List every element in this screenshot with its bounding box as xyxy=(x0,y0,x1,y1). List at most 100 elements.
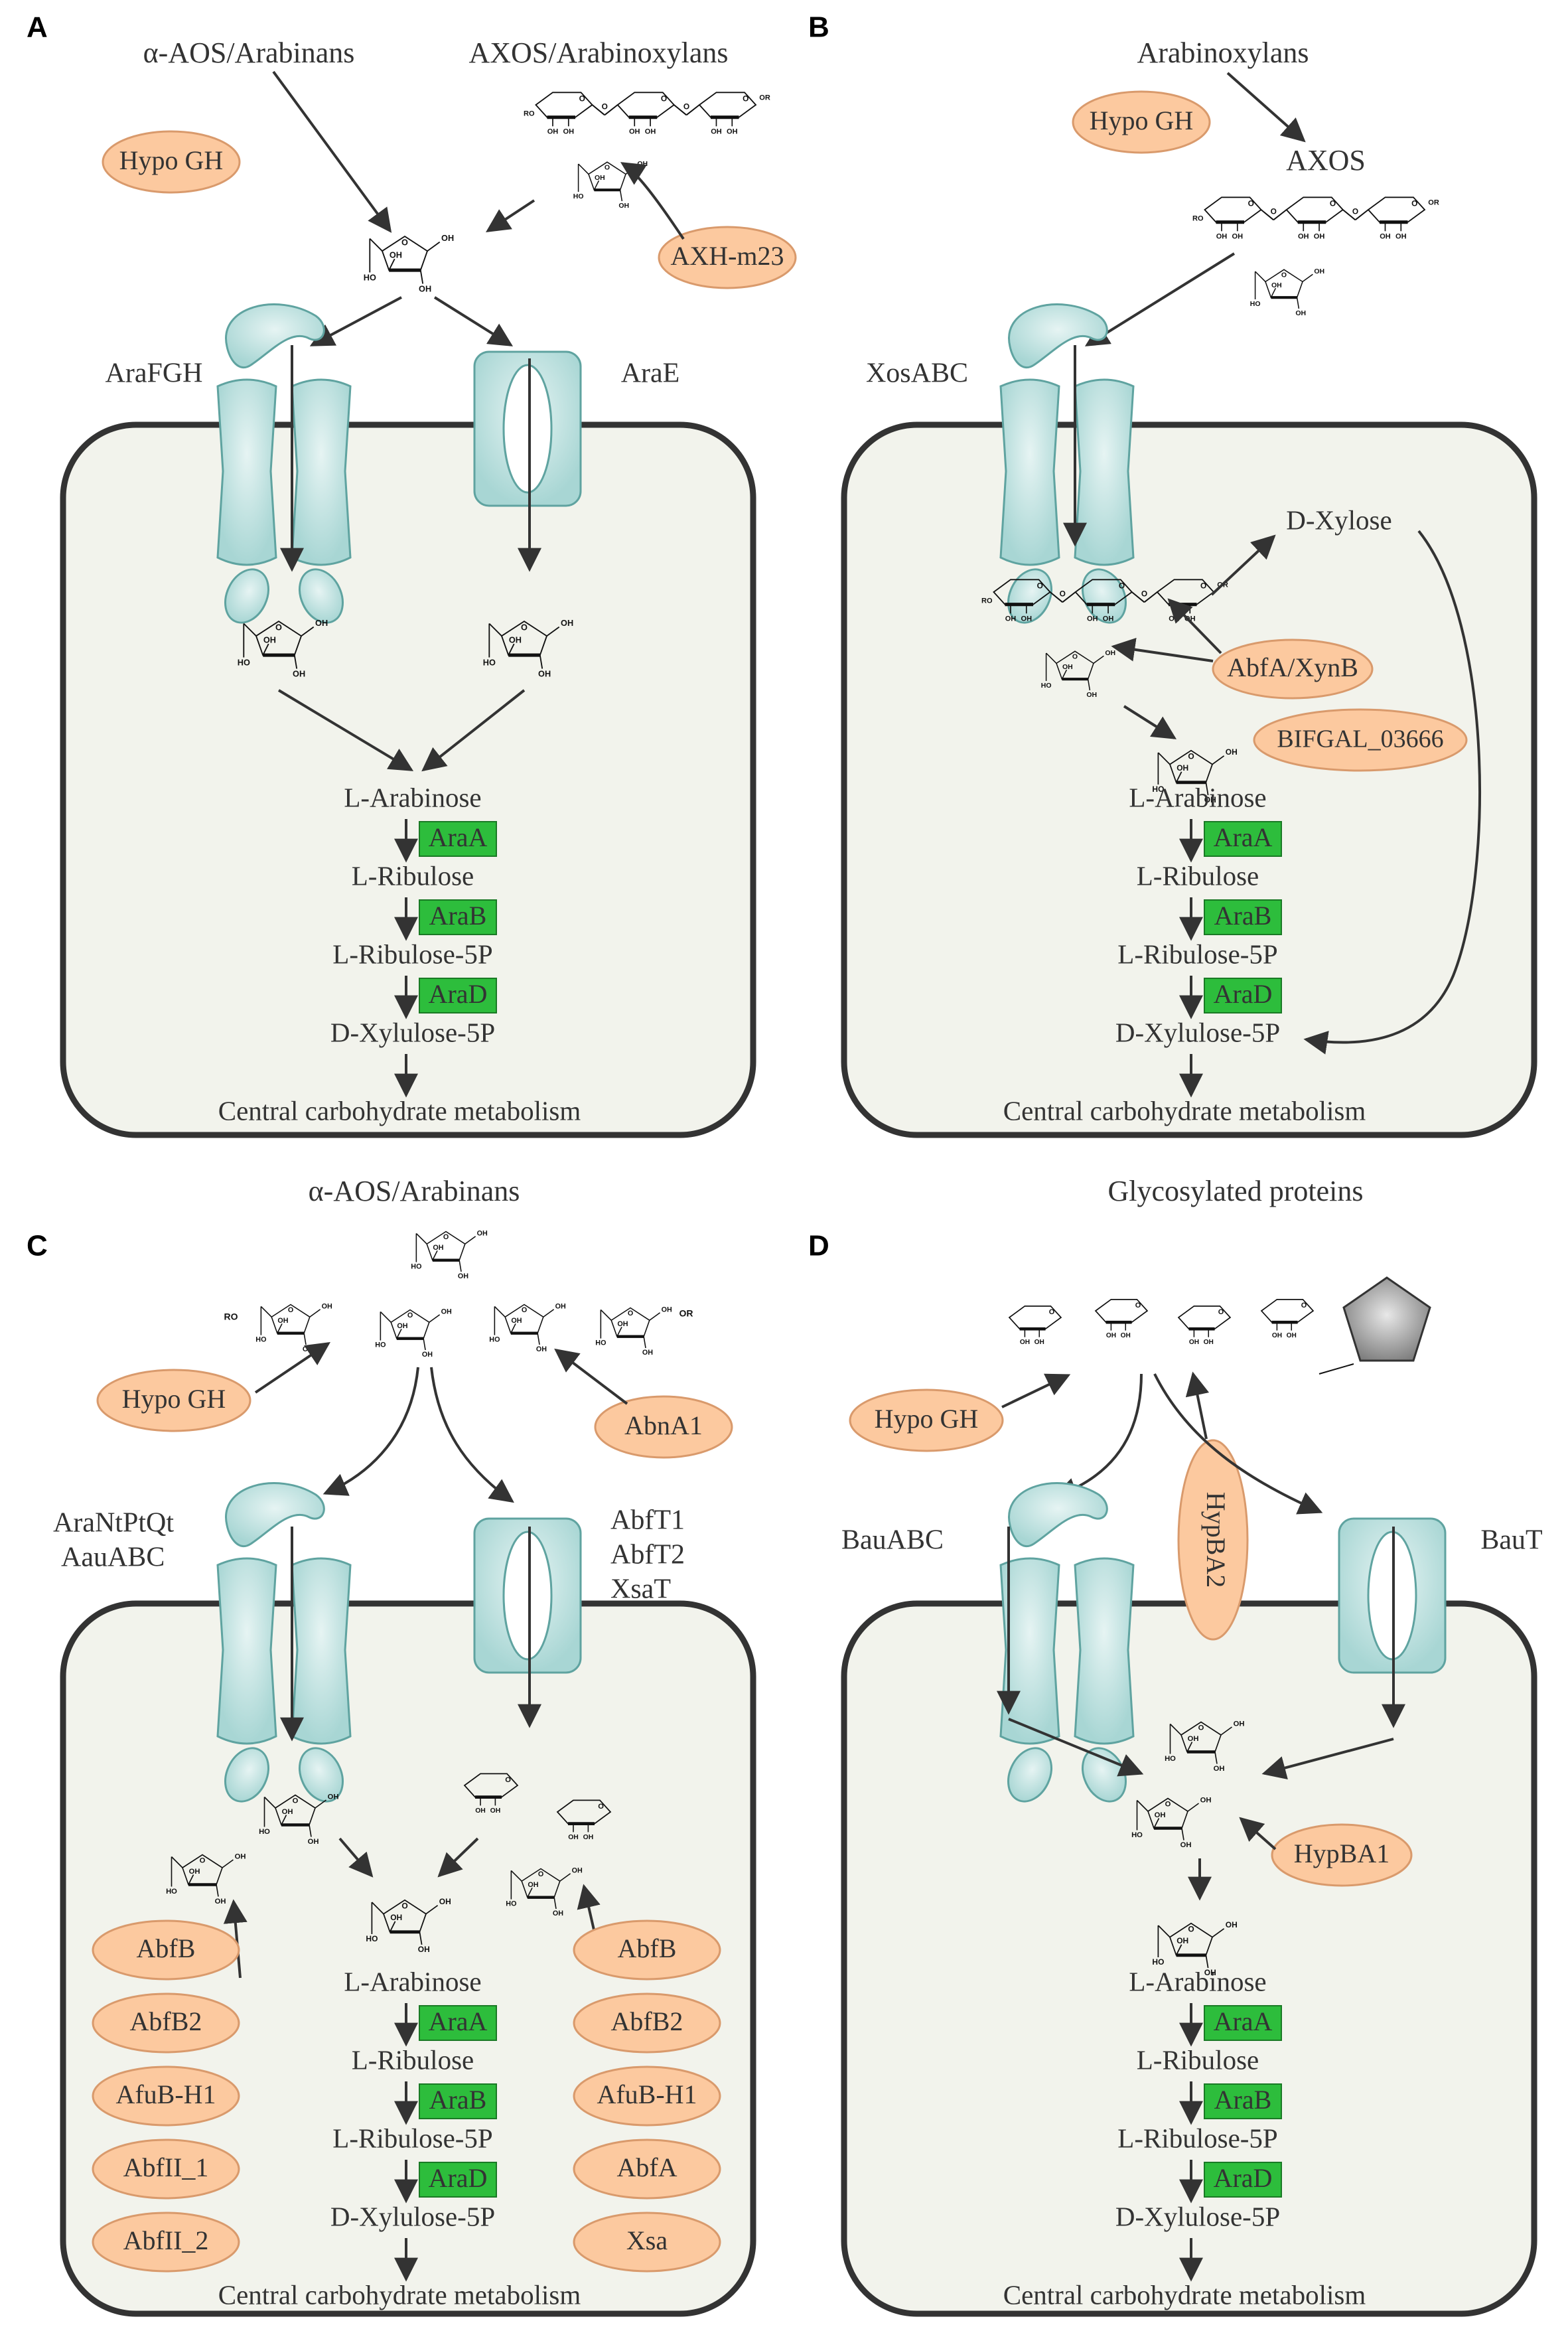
bond xyxy=(415,1233,427,1244)
ring xyxy=(390,1309,430,1339)
enzyme-shape xyxy=(92,1919,240,1981)
atom-label: OH xyxy=(1105,649,1115,657)
atom-label: OH xyxy=(189,1868,200,1876)
enzyme-label: AbfB xyxy=(618,1933,677,1963)
glycosidic-bond xyxy=(1260,209,1274,221)
bond xyxy=(1181,1828,1184,1840)
bond xyxy=(1186,1742,1193,1752)
binding-protein xyxy=(1008,303,1108,369)
metabolite-label: L-Arabinose xyxy=(344,782,481,812)
atom-label: OH xyxy=(511,1317,522,1325)
atom-label: O xyxy=(1198,1724,1204,1732)
ring xyxy=(1177,1305,1232,1330)
ring xyxy=(1169,1922,1214,1956)
bond xyxy=(494,1306,506,1317)
right-enzyme-ellipse: AbfB xyxy=(573,1919,721,1981)
left-enzyme-ellipse: AbfII_1 xyxy=(92,2139,240,2200)
atom-label: OH xyxy=(1204,1968,1216,1977)
atom-label: O xyxy=(1281,271,1287,279)
bond xyxy=(188,1874,194,1885)
central-metabolism-label: Central carbohydrate metabolism xyxy=(218,2279,581,2310)
hypo-gh-ellipse: Hypo GH xyxy=(96,1369,251,1432)
atom-label: RO xyxy=(1192,215,1204,223)
atom-label: OH xyxy=(235,1852,246,1860)
enzyme-shape xyxy=(1072,90,1211,154)
right-enzyme-ellipse: AfuB-H1 xyxy=(573,2065,721,2127)
bond xyxy=(1187,1803,1199,1812)
metabolite-label: L-Arabinose xyxy=(1129,782,1266,812)
arrow-hypogh-to-glycan xyxy=(1001,1373,1071,1408)
enzyme-shape xyxy=(1177,1439,1249,1641)
enzyme-label: AfuB-H1 xyxy=(597,2079,697,2109)
atom-label: O xyxy=(1135,1302,1141,1310)
enzyme-label: Hypo GH xyxy=(1090,106,1194,135)
enzyme-label: HypBA2 xyxy=(1201,1492,1231,1588)
atom-label: HO xyxy=(506,1900,516,1908)
atom-label: OH xyxy=(595,174,605,182)
central-metabolism-label: Central carbohydrate metabolism xyxy=(1003,2279,1366,2310)
ring xyxy=(1180,1721,1222,1753)
atom-label: OH xyxy=(1272,1332,1282,1339)
bond xyxy=(510,1870,522,1882)
pathway-enzyme-fill xyxy=(419,821,497,857)
atom-label: O xyxy=(1165,1800,1171,1808)
atom-label: O xyxy=(1200,581,1206,591)
substrate-label: AXOS xyxy=(1286,144,1366,177)
abc-transporter xyxy=(216,1482,352,1803)
pathway-enzyme-label: AraD xyxy=(1214,2163,1273,2193)
transporter-label: AraNtPtQt xyxy=(53,1508,174,1539)
arrow-abna1-to-arabinan xyxy=(554,1348,628,1405)
atom-label: OH xyxy=(1214,1765,1225,1773)
bond xyxy=(260,1306,272,1317)
ring xyxy=(1169,749,1214,783)
atom-label: O xyxy=(1301,1302,1307,1310)
enzyme-label: AbnA1 xyxy=(624,1410,703,1440)
right-enzyme-ellipse: Xsa xyxy=(573,2212,721,2273)
atom-label: OH xyxy=(1005,615,1017,623)
atom-label: O xyxy=(1271,207,1277,216)
atom-label: O xyxy=(1060,589,1066,599)
atom-label: O xyxy=(1330,199,1336,208)
atom-label: OH xyxy=(441,1308,452,1315)
atom-label: O xyxy=(579,94,585,104)
arrow-bauabc-to-disaccharide xyxy=(1008,1718,1144,1777)
atom-label: O xyxy=(598,1803,604,1811)
pathway-enzyme-fill xyxy=(1204,2162,1282,2198)
enzyme-shape xyxy=(1271,1823,1413,1887)
atom-label: OH xyxy=(1314,233,1325,241)
transporter-label: XsaT xyxy=(610,1574,671,1605)
enzyme-label: AbfB xyxy=(137,1933,196,1963)
atom-label: OH xyxy=(458,1272,468,1280)
arrow-to-araNtPtQt xyxy=(322,1367,419,1496)
panel-letter: B xyxy=(808,11,829,44)
transporter-label: AbfT2 xyxy=(610,1540,685,1570)
bond xyxy=(1205,782,1209,796)
arrow-dxylose-to-dxylulose xyxy=(1303,530,1481,1055)
atom-label: OH xyxy=(1234,1720,1245,1728)
ring xyxy=(1147,1797,1188,1829)
bond xyxy=(388,258,395,271)
metabolite-label: L-Ribulose-5P xyxy=(332,2123,492,2153)
abc-transporter xyxy=(999,1482,1135,1803)
atom-label: O xyxy=(1119,581,1125,591)
membrane-barrel xyxy=(291,378,352,566)
atom-label: OH xyxy=(1271,281,1282,289)
pathway-enzyme-label: AraD xyxy=(429,2163,488,2193)
transporter-label: BauABC xyxy=(841,1525,944,1556)
arrow-to-arabinose xyxy=(421,689,526,772)
pathway-enzyme-label: AraD xyxy=(1214,979,1273,1009)
atom-label: OH xyxy=(568,1834,579,1841)
bond xyxy=(171,1856,183,1868)
glycosidic-bond xyxy=(1062,591,1076,603)
atom-label: HO xyxy=(411,1263,421,1271)
atom-label: O xyxy=(288,1306,293,1314)
atom-label: RO xyxy=(524,110,535,118)
